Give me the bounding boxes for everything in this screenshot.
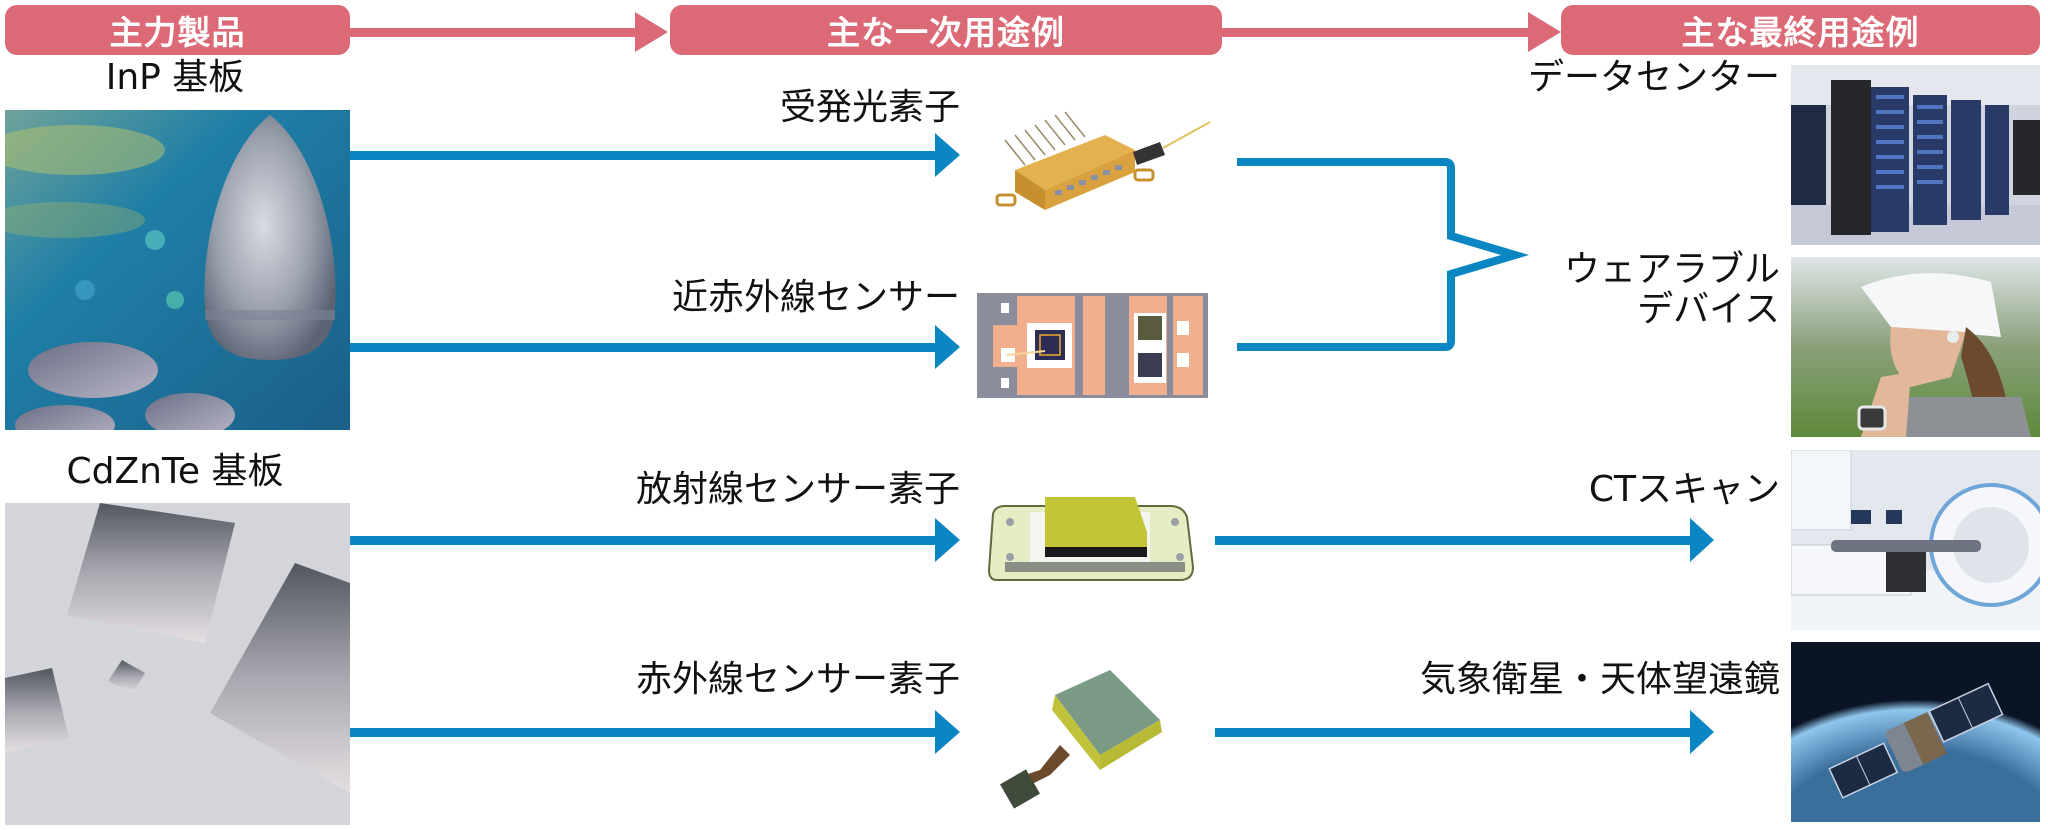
final-use-label-datacenter: データセンター — [1527, 57, 1780, 98]
arrow-radiation-to-ct — [1215, 518, 1714, 562]
final-use-label-wearable: ウェアラブル デバイス — [1380, 250, 1780, 329]
header-final-uses-label: 主な最終用途例 — [1681, 13, 1920, 52]
header-final-uses: 主な最終用途例 — [1561, 5, 2040, 55]
arrow-cdznte-to-infrared — [350, 710, 960, 754]
satellite-over-earth-photo — [1791, 642, 2040, 822]
satellite-graphic — [1791, 642, 2040, 822]
arrow-infrared-to-satellite — [1215, 710, 1714, 754]
header-main-products-label: 主力製品 — [109, 13, 246, 52]
arrow-inp-to-nir — [350, 325, 960, 369]
radiation-sensor-element-illustration — [985, 492, 1195, 587]
final-use-label-wearable-line1: ウェアラブル — [1563, 249, 1780, 290]
infrared-sensor-element-illustration — [1000, 660, 1170, 810]
arrow-cdznte-to-radiation — [350, 518, 960, 562]
primary-use-label-radiation: 放射線センサー素子 — [635, 469, 960, 510]
bracket-merge-arrow — [1237, 158, 1530, 351]
arrow-inp-to-optical — [350, 133, 960, 177]
inp-crystal-and-wafers-photo — [5, 110, 350, 430]
nir-sensor-chip-illustration — [977, 293, 1208, 398]
primary-use-label-optical: 受発光素子 — [779, 87, 960, 128]
product-label-inp: InP 基板 — [105, 57, 245, 98]
wearable-graphic — [1791, 257, 2040, 437]
wearable-earbud-smartwatch-photo — [1791, 257, 2040, 437]
header-primary-uses-label: 主な一次用途例 — [827, 13, 1065, 52]
primary-use-label-nir: 近赤外線センサー — [671, 277, 960, 318]
final-use-label-satellite: 気象衛星・天体望遠鏡 — [1419, 659, 1780, 700]
final-use-label-ct: CTスキャン — [1588, 469, 1780, 510]
optical-transceiver-module-photo — [985, 100, 1215, 220]
header-primary-uses: 主な一次用途例 — [670, 5, 1222, 55]
ct-scanner-room-photo — [1791, 450, 2040, 630]
product-label-cdznte: CdZnTe 基板 — [66, 451, 284, 492]
header-arrow-2 — [1222, 12, 1561, 52]
cdznte-square-wafers-photo — [5, 503, 350, 825]
final-use-label-wearable-line2: デバイス — [1637, 288, 1780, 330]
header-main-products: 主力製品 — [5, 5, 350, 55]
ct-scanner-graphic — [1791, 450, 2040, 630]
radiation-sensor-graphic — [987, 497, 1195, 581]
cdznte-photo-graphic — [5, 503, 350, 793]
inp-photo-graphic — [5, 110, 350, 430]
primary-use-label-infrared: 赤外線センサー素子 — [635, 659, 960, 700]
infrared-sensor-graphic — [1000, 670, 1162, 809]
nir-chip-graphic — [977, 293, 1208, 398]
header-arrow-1 — [350, 12, 668, 52]
optical-module-graphic — [995, 111, 1211, 210]
datacenter-graphic — [1791, 65, 2040, 245]
data-center-server-racks-photo — [1791, 65, 2040, 245]
